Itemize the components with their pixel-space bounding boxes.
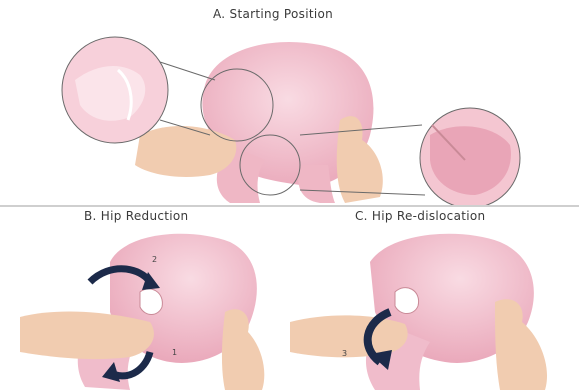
examiner-hand <box>495 299 547 390</box>
step-label-1: 1 <box>172 348 177 357</box>
panel-b-illustration: 2 1 <box>0 222 285 392</box>
section-divider <box>0 205 579 207</box>
examiner-hand <box>20 312 154 360</box>
step-label-3: 3 <box>342 349 347 358</box>
step-label-2: 2 <box>152 255 157 264</box>
panel-c-title: C. Hip Re-dislocation <box>355 209 485 223</box>
hip-joint-detail <box>395 288 419 314</box>
panel-a-title: A. Starting Position <box>213 7 333 21</box>
examiner-hand <box>222 309 264 390</box>
examiner-hand <box>135 126 236 177</box>
panel-c-illustration: 3 <box>290 222 579 392</box>
panel-b-title: B. Hip Reduction <box>84 209 188 223</box>
panel-a-illustration <box>0 25 579 205</box>
